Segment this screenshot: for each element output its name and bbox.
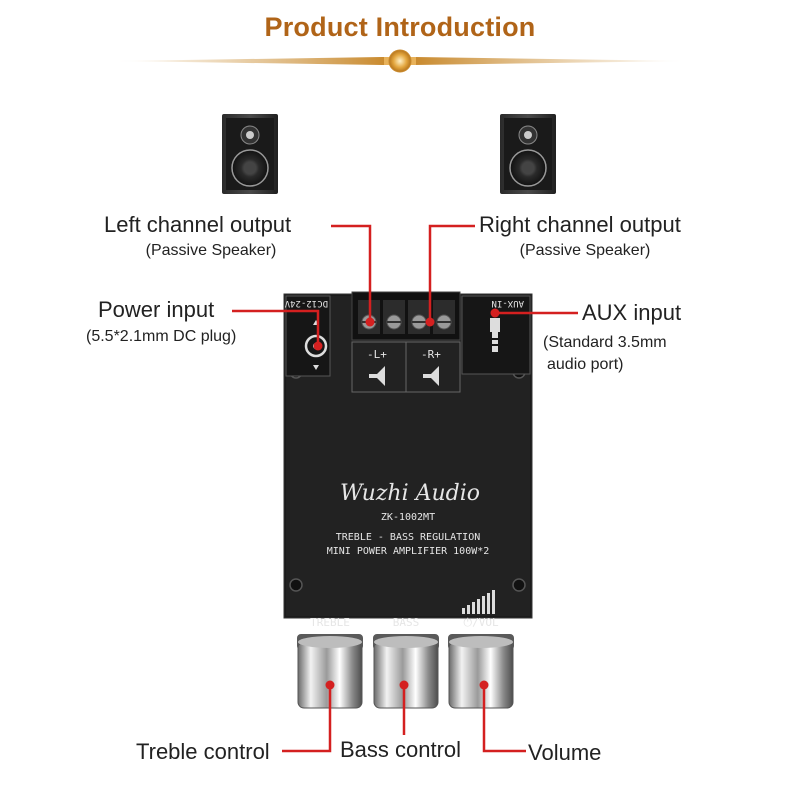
regulation-label: TREBLE - BASS REGULATION	[336, 532, 481, 543]
aux-jack-icon	[490, 318, 500, 352]
vol-knob-label: ⏻/VOL	[463, 616, 499, 629]
bass-control-label: Bass control	[340, 737, 462, 762]
terminal-screw-icon	[358, 300, 455, 334]
bass-knob[interactable]	[373, 634, 439, 709]
model-label: ZK-1002MT	[381, 512, 435, 523]
aux-input-sub-2: audio port)	[547, 356, 624, 373]
power-input-sub: (5.5*2.1mm DC plug)	[86, 328, 237, 345]
speaker-symbol-icon	[369, 366, 439, 386]
right-channel-output-sub: (Passive Speaker)	[519, 242, 651, 259]
brand-logo: Wuzhi Audio	[340, 481, 480, 506]
treble-knob[interactable]	[297, 634, 363, 709]
bass-knob-label: BASS	[393, 616, 420, 629]
page-title: Product Introduction	[264, 12, 536, 42]
callout-lines	[232, 224, 578, 753]
volume-knob[interactable]	[448, 634, 514, 709]
right-terminal-label: -R+	[421, 348, 441, 361]
amplifier-label: MINI POWER AMPLIFIER 100W*2	[327, 546, 490, 557]
left-channel-output-sub: (Passive Speaker)	[145, 242, 277, 259]
treble-knob-label: TREBLE	[310, 616, 350, 629]
power-input-label: Power input	[98, 297, 215, 322]
volume-label: Volume	[528, 740, 602, 765]
right-speaker-icon	[500, 114, 556, 194]
aux-input-sub-1: (Standard 3.5mm	[543, 334, 667, 351]
callout-dots	[313, 308, 500, 690]
mount-hole-icon	[289, 578, 303, 592]
amplifier-board: DC12-24V AUX-IN -L+ -R+ Wuzhi Audio ZK-1…	[283, 291, 533, 629]
dc-label: DC12-24V	[284, 298, 328, 308]
left-speaker-icon	[222, 114, 278, 194]
left-terminal-label: -L+	[367, 348, 387, 361]
mount-hole-icon	[512, 578, 526, 592]
left-channel-output-label: Left channel output	[104, 212, 292, 237]
volume-level-icon	[462, 590, 495, 614]
right-channel-output-label: Right channel output	[479, 212, 681, 237]
treble-control-label: Treble control	[136, 739, 270, 764]
aux-input-label: AUX input	[582, 300, 682, 325]
title-ornament	[115, 49, 685, 73]
aux-label: AUX-IN	[491, 298, 524, 308]
